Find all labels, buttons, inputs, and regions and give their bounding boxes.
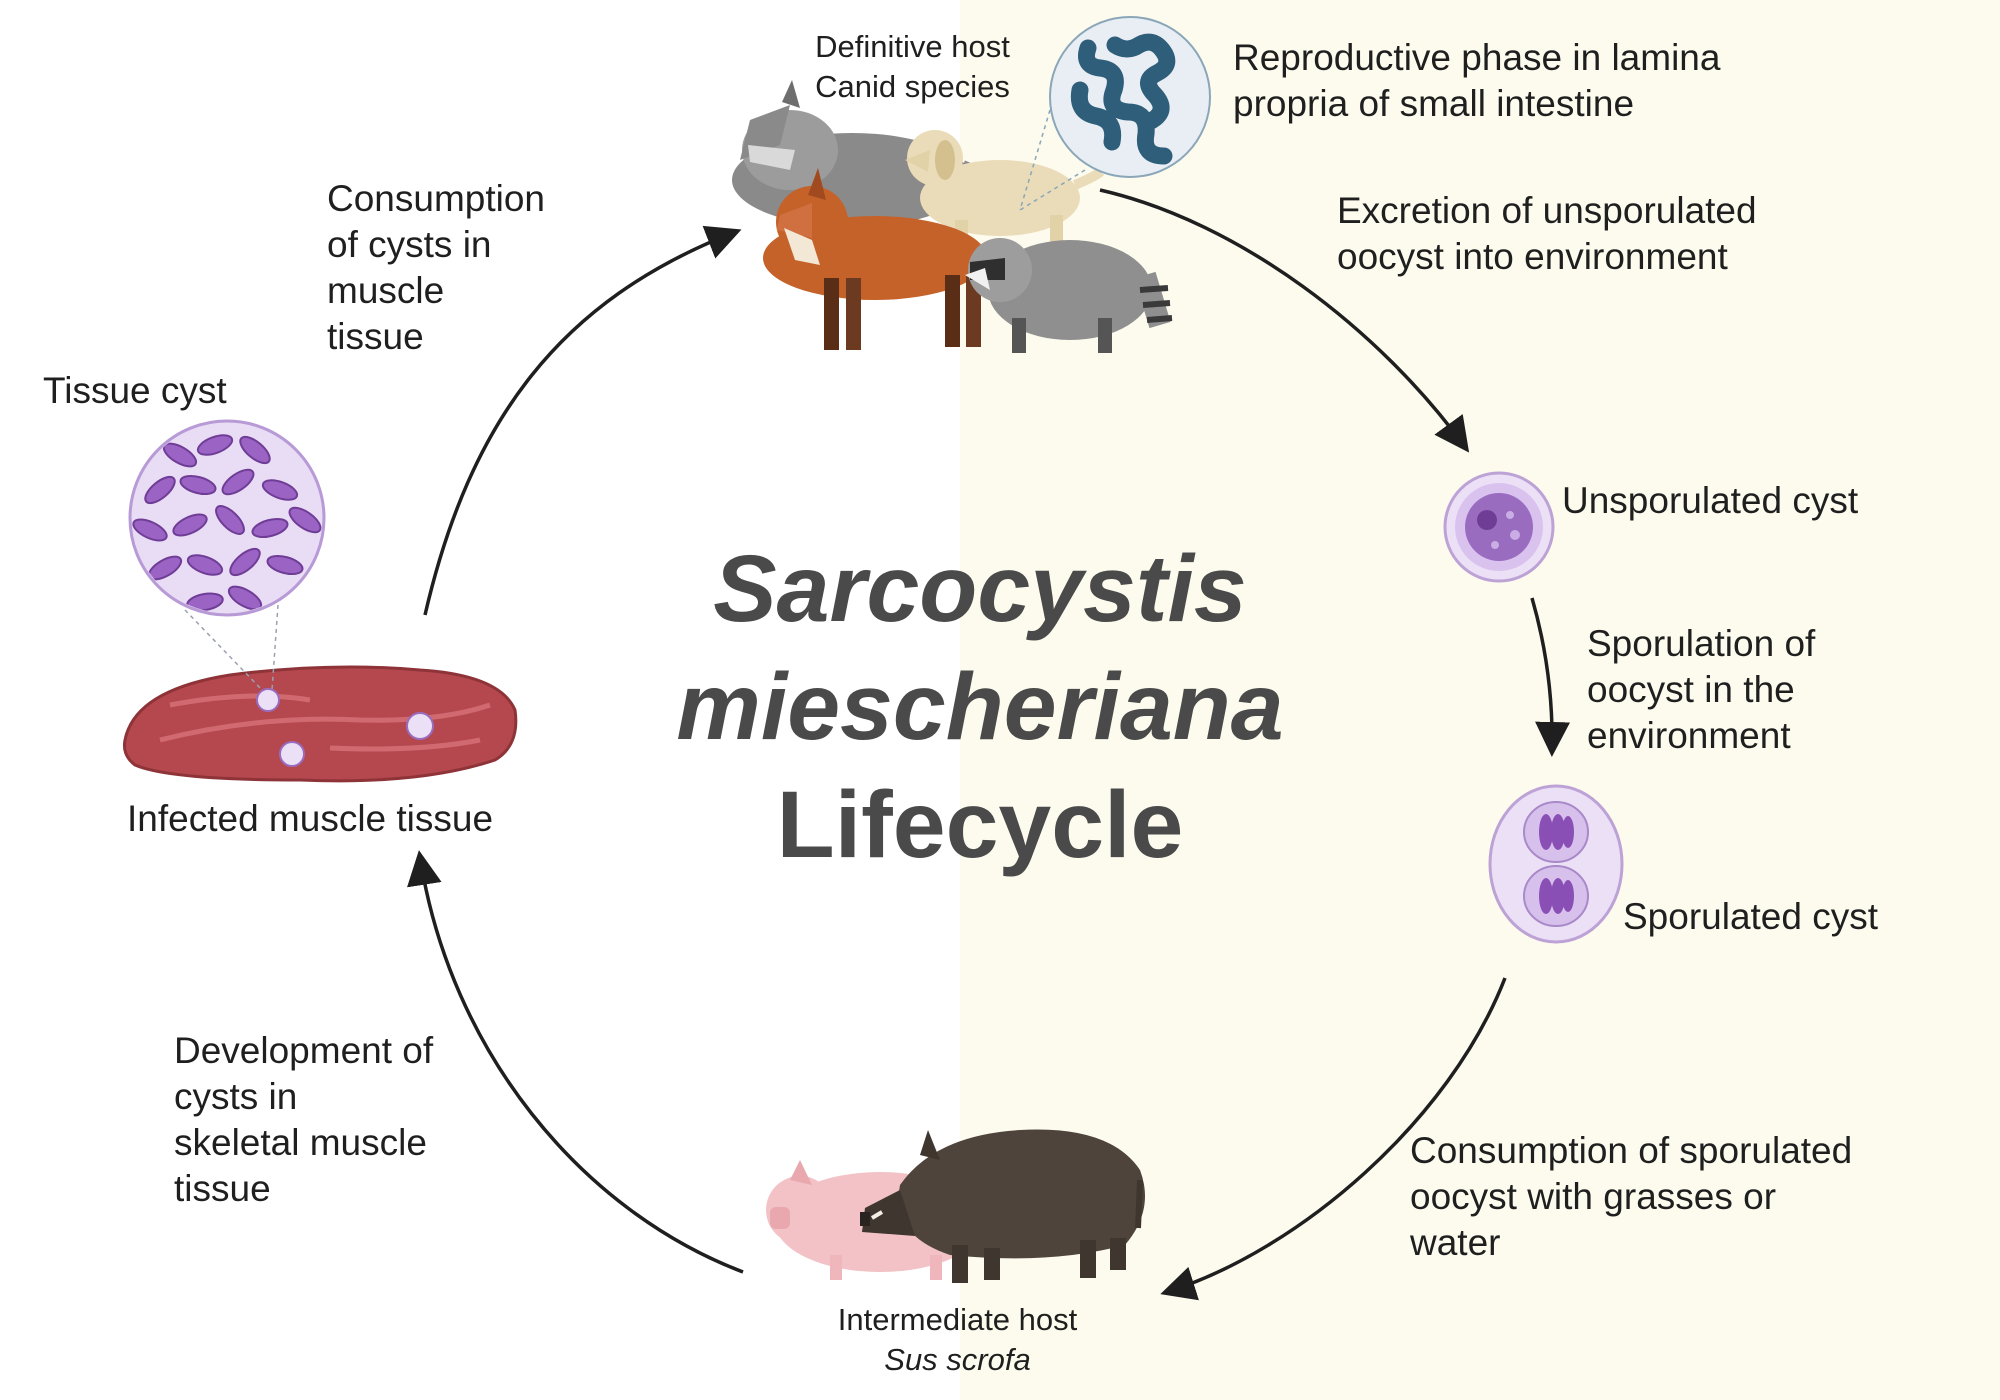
muscle-cyst-markers	[256, 688, 434, 767]
development-line-4: tissue	[174, 1168, 271, 1209]
consumption-oocyst-line-1: Consumption of sporulated	[1410, 1130, 1853, 1171]
reproductive-phase-line-2: propria of small intestine	[1233, 83, 1635, 124]
infected-muscle-line-1: Infected muscle tissue	[127, 798, 494, 839]
consumption-cysts-label: Consumption of cysts in muscle tissue	[327, 176, 545, 360]
intestine-connector-line	[1019, 109, 1086, 211]
title-line-2: miescheriana	[676, 654, 1284, 760]
unsporulated-cyst-line-1: Unsporulated cyst	[1562, 480, 1859, 521]
development-line-2: cysts in	[174, 1076, 298, 1117]
development-label: Development of cysts in skeletal muscle …	[174, 1028, 433, 1212]
reproductive-phase-line-1: Reproductive phase in lamina	[1233, 37, 1721, 78]
tissue-cyst-connector-line	[184, 604, 279, 691]
arrow-excretion	[1099, 188, 1470, 453]
definitive-host-line-1: Definitive host	[815, 29, 1010, 64]
diagram-title: Sarcocystis miescheriana Lifecycle	[580, 530, 1380, 884]
dog-icon	[905, 130, 1105, 265]
title-line-1: Sarcocystis	[713, 536, 1247, 642]
title-line-3: Lifecycle	[776, 772, 1184, 878]
development-line-3: skeletal muscle	[174, 1122, 427, 1163]
sporulated-cyst-label: Sporulated cyst	[1623, 894, 1878, 940]
boar-icon	[860, 1129, 1145, 1283]
definitive-host-label: Definitive host Canid species	[785, 27, 1040, 107]
infected-muscle-label: Infected muscle tissue	[127, 796, 493, 842]
sporulated-cyst-icon	[1488, 784, 1624, 944]
sporulated-cyst-line-1: Sporulated cyst	[1623, 896, 1879, 937]
tissue-cyst-line-1: Tissue cyst	[43, 370, 227, 411]
intermediate-host-label: Intermediate host Sus scrofa	[815, 1300, 1100, 1380]
intermediate-host-line-2: Sus scrofa	[884, 1342, 1031, 1377]
fox-icon	[763, 168, 1050, 350]
unsporulated-cyst-icon	[1443, 471, 1555, 583]
consumption-cysts-line-3: muscle	[327, 270, 445, 311]
intestine-icon	[1049, 16, 1211, 178]
sporulation-label: Sporulation of oocyst in the environment	[1587, 621, 1815, 759]
tissue-cyst-label: Tissue cyst	[43, 368, 227, 414]
intermediate-host-line-1: Intermediate host	[837, 1302, 1078, 1337]
excretion-line-1: Excretion of unsporulated	[1337, 190, 1757, 231]
definitive-host-line-2: Canid species	[815, 69, 1010, 104]
sporulation-line-2: oocyst in the	[1587, 669, 1795, 710]
consumption-cysts-line-2: of cysts in	[327, 224, 492, 265]
consumption-cysts-line-4: tissue	[327, 316, 424, 357]
unsporulated-cyst-label: Unsporulated cyst	[1562, 478, 1858, 524]
muscle-tissue-icon	[123, 665, 518, 783]
tissue-cyst-icon	[128, 419, 326, 617]
arrow-development	[407, 850, 744, 1274]
excretion-label: Excretion of unsporulated oocyst into en…	[1337, 188, 1757, 280]
sporulation-line-3: environment	[1587, 715, 1791, 756]
reproductive-phase-label: Reproductive phase in lamina propria of …	[1233, 35, 1720, 127]
consumption-oocyst-line-3: water	[1410, 1222, 1501, 1263]
consumption-oocyst-label: Consumption of sporulated oocyst with gr…	[1410, 1128, 1852, 1266]
consumption-oocyst-line-2: oocyst with grasses or	[1410, 1176, 1777, 1217]
sporulation-line-1: Sporulation of	[1587, 623, 1816, 664]
development-line-1: Development of	[174, 1030, 434, 1071]
consumption-cysts-line-1: Consumption	[327, 178, 546, 219]
arrow-consumption-oocyst	[1160, 977, 1507, 1301]
arrow-consumption-cysts	[423, 225, 742, 616]
excretion-line-2: oocyst into environment	[1337, 236, 1728, 277]
raccoon-icon	[965, 238, 1173, 353]
arrow-sporulation	[1530, 597, 1571, 757]
